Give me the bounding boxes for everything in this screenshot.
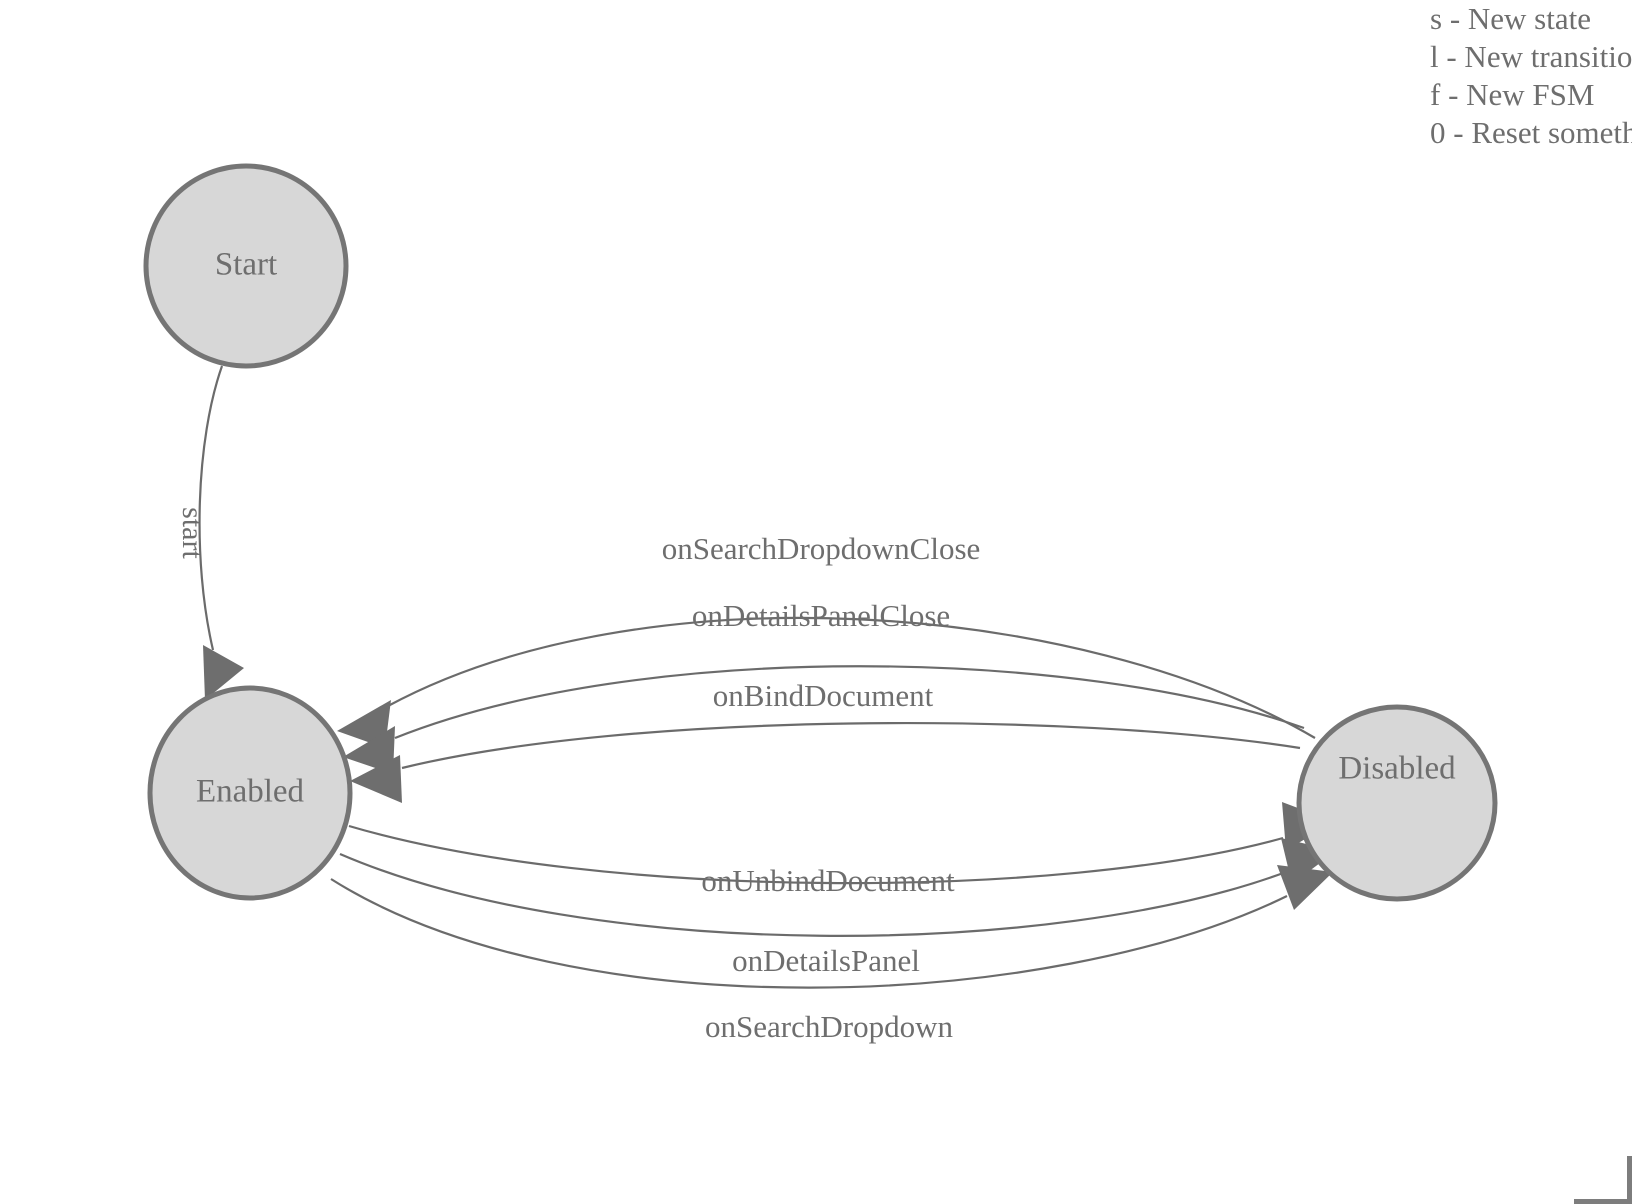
state-node-disabled-shape[interactable] [1296, 704, 1498, 902]
transition-onsearchdropdown-path [330, 878, 1288, 989]
state-node-start[interactable]: Start [143, 163, 349, 369]
transition-onbinddocument-arrowhead [350, 755, 402, 803]
state-node-start-shape[interactable] [143, 163, 349, 369]
transition-onsearchdropdownclose-path [387, 616, 1316, 739]
state-node-disabled-label: Disabled [1338, 751, 1456, 787]
transition-label-onsearchdropdownclose: onSearchDropdownClose [662, 531, 981, 566]
transition-label-ondetailspanel: onDetailsPanel [732, 943, 920, 978]
transition-ondetailspanel-path [339, 852, 1287, 937]
transition-start-arrowhead [203, 645, 244, 700]
transition-label-onunbinddocument: onUnbindDocument [701, 863, 955, 898]
transition-label-start: start [176, 507, 209, 559]
transition-onunbinddocument-path [348, 824, 1284, 885]
transition-start-path [198, 365, 224, 651]
state-node-start-label: Start [215, 247, 277, 283]
transition-start[interactable] [198, 365, 244, 700]
state-node-enabled-label: Enabled [196, 774, 305, 810]
transition-label-onbinddocument: onBindDocument [713, 678, 934, 713]
resize-corner-horizontal-rule [1574, 1199, 1632, 1204]
transition-onbinddocument[interactable] [350, 721, 1301, 803]
transition-onsearchdropdown-arrowhead [1277, 865, 1333, 910]
state-node-disabled[interactable]: Disabled [1296, 704, 1498, 902]
state-node-enabled-shape[interactable] [147, 685, 353, 901]
transition-onbinddocument-path [401, 721, 1301, 770]
transition-onsearchdropdownclose[interactable] [337, 616, 1316, 748]
resize-corner-vertical-rule [1627, 1156, 1632, 1204]
transition-onsearchdropdownclose-arrowhead [337, 700, 391, 748]
transition-ondetailspanelclose[interactable] [343, 665, 1305, 774]
state-node-enabled[interactable]: Enabled [147, 685, 353, 901]
transition-ondetailspanelclose-arrowhead [343, 726, 395, 774]
resize-corner-icon[interactable] [1574, 1156, 1632, 1204]
transition-ondetailspanelclose-path [394, 665, 1305, 740]
transition-onsearchdropdown[interactable] [330, 865, 1333, 989]
transition-label-ondetailspanelclose: onDetailsPanelClose [692, 598, 950, 633]
transition-label-onsearchdropdown: onSearchDropdown [705, 1009, 953, 1044]
